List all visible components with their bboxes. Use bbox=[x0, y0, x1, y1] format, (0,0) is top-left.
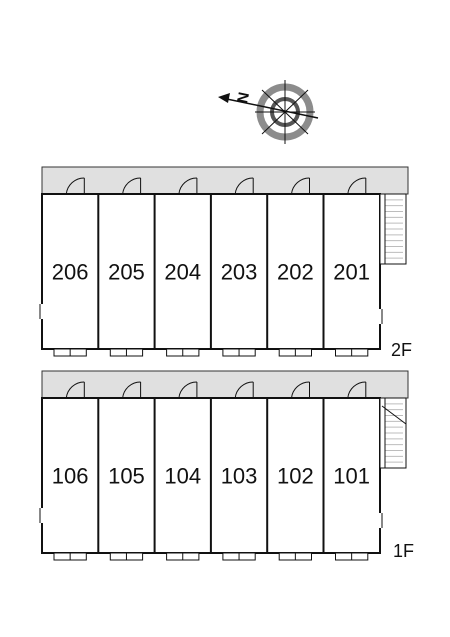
door-swing bbox=[122, 381, 141, 399]
unit-label: 205 bbox=[108, 260, 145, 285]
unit-105: 105 bbox=[97, 381, 145, 561]
unit-label: 101 bbox=[333, 464, 370, 489]
unit-label: 102 bbox=[277, 464, 314, 489]
unit-label: 204 bbox=[164, 260, 201, 285]
compass: N bbox=[218, 80, 319, 144]
unit-label: 105 bbox=[108, 464, 145, 489]
floor-label-2f: 2F bbox=[391, 340, 412, 360]
door-swing bbox=[347, 381, 366, 399]
compass-north-label: N bbox=[234, 91, 253, 105]
floor-1f: 106 105 104 103 102 101 1F bbox=[39, 370, 414, 561]
unit-label: 203 bbox=[221, 260, 258, 285]
door-swing bbox=[65, 177, 85, 195]
unit-label: 202 bbox=[277, 260, 314, 285]
stairs-1f bbox=[379, 397, 407, 469]
compass-rose-icon bbox=[218, 80, 319, 144]
units-1f: 106 105 104 103 102 101 bbox=[39, 381, 383, 561]
unit-205: 205 bbox=[97, 177, 145, 357]
door-swing bbox=[291, 177, 310, 195]
unit-206: 206 bbox=[52, 177, 89, 357]
door-swing bbox=[234, 177, 254, 195]
door-swing bbox=[178, 177, 197, 195]
unit-106: 106 bbox=[52, 381, 89, 561]
floor-2f: 206 205 204 203 202 201 2F bbox=[39, 166, 412, 360]
unit-label: 106 bbox=[52, 464, 89, 489]
unit-203: 203 bbox=[209, 177, 258, 357]
unit-201: 201 bbox=[322, 177, 370, 357]
stairs-2f bbox=[379, 193, 407, 265]
door-swing bbox=[122, 177, 141, 195]
unit-103: 103 bbox=[209, 381, 258, 561]
corridor-1f bbox=[41, 370, 409, 399]
door-swing bbox=[291, 381, 310, 399]
floor-label-1f: 1F bbox=[393, 541, 414, 561]
door-swing bbox=[65, 381, 85, 399]
unit-204: 204 bbox=[153, 177, 201, 357]
unit-label: 206 bbox=[52, 260, 89, 285]
unit-101: 101 bbox=[322, 381, 370, 561]
unit-102: 102 bbox=[266, 381, 314, 561]
door-swing bbox=[347, 177, 366, 195]
door-swing bbox=[234, 381, 254, 399]
door-swing bbox=[178, 381, 197, 399]
unit-104: 104 bbox=[153, 381, 201, 561]
unit-label: 201 bbox=[333, 260, 370, 285]
unit-label: 104 bbox=[164, 464, 201, 489]
corridor-2f bbox=[41, 166, 409, 195]
unit-202: 202 bbox=[266, 177, 314, 357]
units-2f: 206 205 204 203 202 201 bbox=[39, 177, 383, 357]
unit-label: 103 bbox=[221, 464, 258, 489]
